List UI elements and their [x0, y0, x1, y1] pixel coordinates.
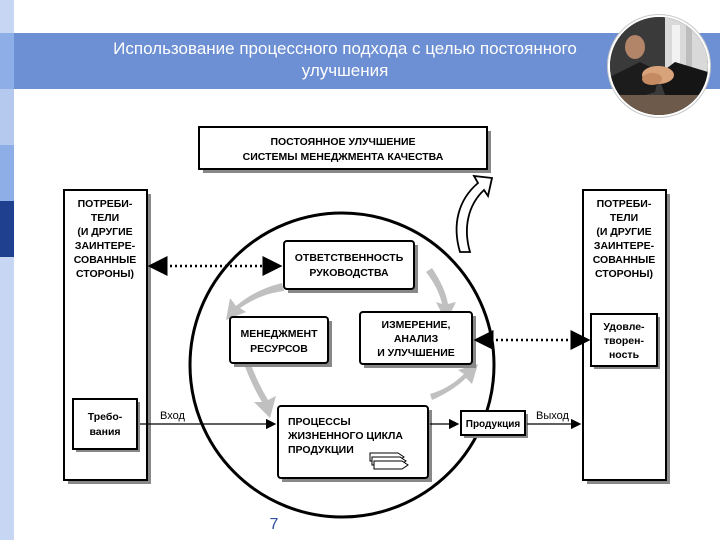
processes-line1: ПРОЦЕССЫ — [288, 416, 351, 428]
cycle-arrow-bottom-right — [430, 364, 478, 400]
cycle-arrow-top-right — [426, 268, 456, 322]
product-box: Продукция — [460, 410, 528, 438]
resources-line1: МЕНЕДЖМЕНТ — [240, 328, 318, 340]
requirements-box: Требо- вания — [72, 398, 140, 452]
satisfaction-box: Удовле- творен- ность — [590, 313, 660, 369]
customers-left-line4: ЗАИНТЕРЕ- — [75, 240, 136, 252]
processes-line3: ПРОДУКЦИИ — [288, 444, 354, 456]
customers-left-line1: ПОТРЕБИ- — [78, 198, 133, 210]
input-label: Вход — [160, 410, 185, 422]
slide-title: Использование процессного подхода с цель… — [40, 38, 650, 82]
satisfaction-line1: Удовле- — [603, 321, 645, 333]
satisfaction-line3: ность — [609, 349, 640, 361]
customers-right-line5: СОВАННЫЕ — [593, 254, 656, 266]
measurement-line3: И УЛУЧШЕНИЕ — [377, 347, 455, 359]
customers-left-line2: ТЕЛИ — [91, 212, 119, 224]
customers-right-line4: ЗАИНТЕРЕ- — [594, 240, 655, 252]
customers-left-line3: (И ДРУГИЕ — [77, 226, 132, 238]
continuous-improvement-line1: ПОСТОЯННОЕ УЛУЧШЕНИЕ — [270, 136, 415, 148]
cycle-arrow-top-left — [226, 283, 284, 320]
measurement-box: ИЗМЕРЕНИЕ, АНАЛИЗ И УЛУЧШЕНИЕ — [359, 311, 476, 368]
page-number: 7 — [269, 516, 279, 533]
slide-title-line2: улучшения — [301, 61, 389, 80]
improvement-arrow — [455, 174, 494, 253]
processes-box: ПРОЦЕССЫ ЖИЗНЕННОГО ЦИКЛА ПРОДУКЦИИ — [277, 405, 432, 482]
customers-right-line6: СТОРОНЫ) — [595, 268, 653, 280]
satisfaction-line2: творен- — [604, 335, 644, 347]
responsibility-box: ОТВЕТСТВЕННОСТЬ РУКОВОДСТВА — [283, 240, 418, 293]
measurement-line2: АНАЛИЗ — [394, 333, 439, 345]
measurement-line1: ИЗМЕРЕНИЕ, — [382, 319, 451, 331]
resources-box: МЕНЕДЖМЕНТ РЕСУРСОВ — [229, 316, 332, 367]
product-label: Продукция — [466, 419, 521, 430]
stacked-arrows-icon — [369, 452, 409, 470]
processes-line2: ЖИЗНЕННОГО ЦИКЛА — [287, 430, 403, 442]
left-accent-bar — [0, 0, 14, 540]
cycle-arrow-bottom-left — [244, 362, 276, 418]
resources-line2: РЕСУРСОВ — [250, 343, 308, 355]
continuous-improvement-box: ПОСТОЯННОЕ УЛУЧШЕНИЕ СИСТЕМЫ МЕНЕДЖМЕНТА… — [198, 126, 491, 173]
customers-right-line1: ПОТРЕБИ- — [597, 198, 652, 210]
handshake-photo — [608, 15, 710, 117]
slide-title-line1: Использование процессного подхода с цель… — [113, 39, 577, 58]
title-bar — [14, 33, 720, 89]
responsibility-line1: ОТВЕТСТВЕННОСТЬ — [295, 252, 404, 264]
responsibility-line2: РУКОВОДСТВА — [309, 267, 389, 279]
customers-left-line6: СТОРОНЫ) — [76, 268, 134, 280]
requirements-line1: Требо- — [88, 411, 123, 423]
customers-left-line5: СОВАННЫЕ — [74, 254, 137, 266]
customers-right-line2: ТЕЛИ — [610, 212, 638, 224]
continuous-improvement-line2: СИСТЕМЫ МЕНЕДЖМЕНТА КАЧЕСТВА — [243, 151, 444, 163]
customers-right-line3: (И ДРУГИЕ — [596, 226, 651, 238]
output-label: Выход — [536, 410, 569, 422]
requirements-line2: вания — [89, 426, 120, 438]
